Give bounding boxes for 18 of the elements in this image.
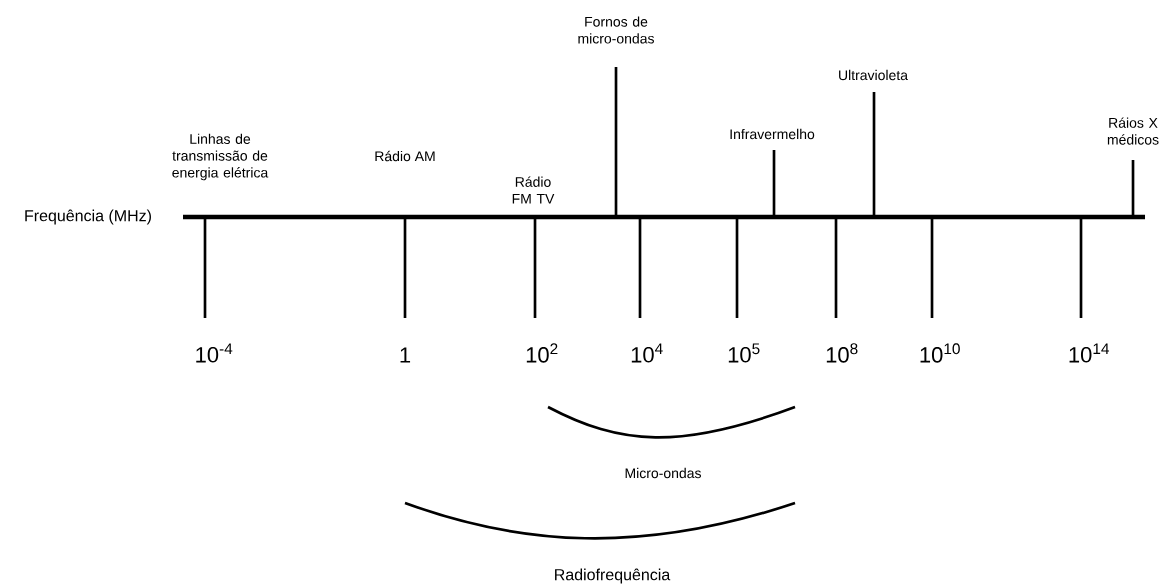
category-label: Rádio AM <box>375 150 435 162</box>
axis-title: Frequência (MHz) <box>25 209 151 225</box>
category-label: Infravermelho <box>730 128 815 140</box>
bracket-label: Radiofrequência <box>555 568 671 584</box>
tick-label: 10$^{14}$ <box>1069 343 1109 363</box>
tick-label: 1 <box>400 347 411 363</box>
tick-label: 10$^{-4}$ <box>196 343 233 363</box>
bracket-label: Micro-ondas <box>625 467 701 479</box>
category-label: Ultravioleta <box>839 69 908 81</box>
tick-label: 10$^{2}$ <box>526 343 558 363</box>
tick-label: 10$^{10}$ <box>920 343 960 363</box>
tick-label: 10$^{8}$ <box>826 343 858 363</box>
category-label: Ráios X médicos <box>1107 117 1159 145</box>
tick-label: 10$^{4}$ <box>631 343 663 363</box>
category-label: Linhas de transmissão de energia elétrica <box>172 133 269 181</box>
tick-label: 10$^{5}$ <box>728 343 760 363</box>
category-label: Rádio FM TV <box>512 176 555 204</box>
category-label: Fornos de micro-ondas <box>578 16 654 44</box>
